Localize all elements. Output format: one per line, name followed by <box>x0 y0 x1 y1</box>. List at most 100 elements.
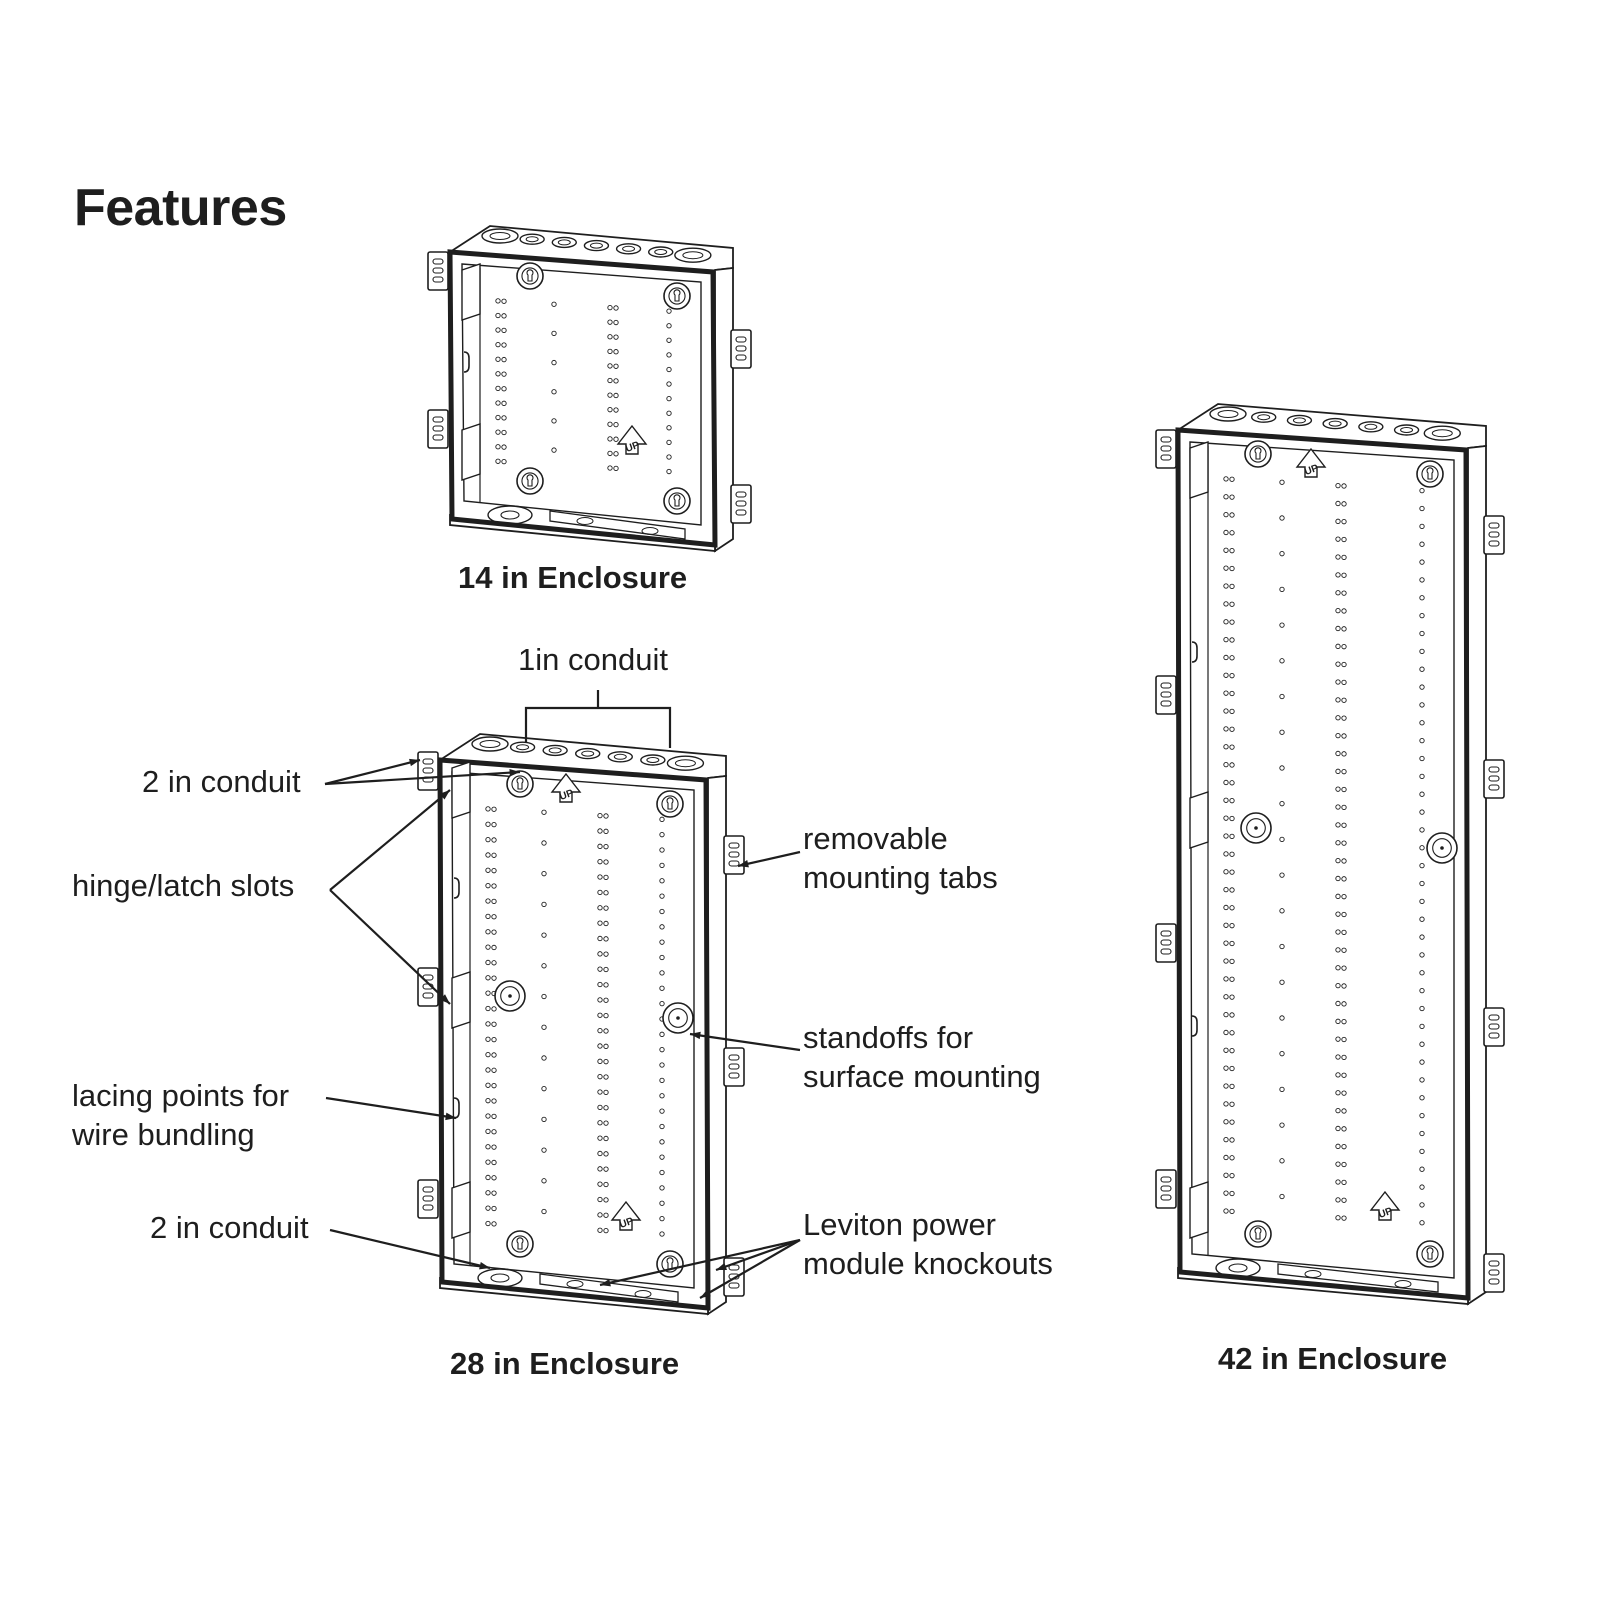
standoff <box>656 1250 684 1278</box>
lacing-dot <box>1229 1012 1235 1018</box>
lacing-dot <box>501 386 507 392</box>
lacing-dot <box>1223 726 1229 732</box>
lacing-dot <box>1229 494 1235 500</box>
lacing-dot <box>1229 1137 1235 1143</box>
up-arrow-icon <box>1295 447 1327 478</box>
tab-slot <box>422 1204 434 1211</box>
tab-slot <box>1160 682 1172 689</box>
lacing-dot <box>1229 637 1235 643</box>
page-title: Features <box>74 179 287 237</box>
lacing-dot <box>1335 768 1341 774</box>
lacing-dot <box>1279 1193 1285 1200</box>
lacing-dot <box>501 298 507 304</box>
lacing-dot <box>1335 1179 1341 1185</box>
tab-slot <box>735 336 747 343</box>
tab-slot <box>432 416 444 423</box>
lacing-dot <box>1341 1090 1347 1096</box>
lacing-dot <box>1223 1101 1229 1107</box>
box-bezel <box>447 249 718 548</box>
lacing-dot <box>659 924 665 930</box>
top-knockout <box>551 236 577 249</box>
lacing-dot <box>1341 536 1347 543</box>
lacing-dot <box>1279 979 1285 985</box>
lacing-dot <box>603 859 609 865</box>
lacing-dot <box>659 1139 665 1145</box>
lacing-dot <box>613 378 619 384</box>
up-arrow-icon <box>610 1200 642 1231</box>
lacing-dot <box>1419 880 1425 887</box>
lacing-dot <box>1335 875 1341 882</box>
lacing-dot <box>613 319 619 326</box>
label-standoffs-line1: standoffs for <box>803 1020 974 1055</box>
lacing-dot <box>659 816 665 822</box>
tab-slot <box>1488 531 1500 538</box>
lacing-dot <box>1279 622 1285 628</box>
lacing-dot <box>1223 761 1229 768</box>
lacing-dot <box>1229 1083 1235 1090</box>
lacing-dot <box>1223 940 1229 946</box>
top-knockout <box>542 744 568 757</box>
tab-slot <box>728 1054 740 1061</box>
lacing-dot <box>485 1036 491 1042</box>
top-knockout-inner <box>654 249 668 255</box>
lacing-dot <box>597 905 603 911</box>
standoff-center <box>1254 826 1258 830</box>
lacing-dot <box>485 1144 491 1150</box>
tab-slot <box>422 1186 434 1193</box>
lacing-dot <box>1341 1054 1347 1061</box>
lacing-dot <box>485 1128 491 1135</box>
lacing-dot <box>551 389 557 395</box>
lacing-dot <box>1223 815 1229 821</box>
lacing-dot <box>1229 940 1235 947</box>
lacing-dot <box>485 1021 491 1027</box>
lacing-dot <box>501 415 507 421</box>
lacing-dot <box>666 395 672 402</box>
lacing-dot <box>597 1058 603 1064</box>
lacing-dot <box>1419 1166 1425 1172</box>
standoff <box>1416 460 1444 488</box>
tab-slot <box>1160 930 1172 937</box>
lacing-dot <box>659 1200 665 1206</box>
lacing-dot <box>1335 1000 1341 1007</box>
lacing-dot <box>1223 1208 1229 1214</box>
lacing-dot <box>1419 559 1425 565</box>
power-knockout <box>641 527 659 535</box>
lacing-dot <box>491 1036 497 1043</box>
lacing-dot <box>1341 1019 1347 1025</box>
tab-slot <box>1488 1260 1500 1267</box>
lacing-dot <box>1341 483 1347 489</box>
lacing-dot <box>603 1197 609 1203</box>
keyhole-icon <box>526 474 534 487</box>
lacing-dot <box>1223 565 1229 571</box>
arrowhead <box>439 790 450 800</box>
lacing-dot <box>1229 583 1235 590</box>
lacing-dot <box>1223 1083 1229 1089</box>
lacing-dot <box>1229 512 1235 518</box>
mounting-tab <box>723 1047 745 1087</box>
lacing-point-icon <box>1191 1015 1198 1037</box>
lacing-dot <box>1223 833 1229 839</box>
lacing-dot <box>541 1208 547 1215</box>
tab-slot <box>1488 522 1500 529</box>
lacing-dot <box>1223 904 1229 911</box>
lacing-dot <box>607 421 613 427</box>
lacing-dot <box>1341 554 1347 561</box>
lacing-dot <box>1223 547 1229 553</box>
lacing-dot <box>501 327 507 334</box>
lacing-dot <box>1223 601 1229 607</box>
leader-2in-top-b <box>324 770 521 786</box>
standoff <box>1416 1240 1444 1268</box>
tab-slot <box>735 354 747 361</box>
up-mark-text: UP <box>1377 1206 1394 1221</box>
tab-slot <box>1488 1032 1500 1039</box>
lacing-dot <box>495 298 501 304</box>
standoff-inner <box>521 267 539 285</box>
lacing-dot <box>1335 965 1341 971</box>
lacing-dot <box>1223 1136 1229 1143</box>
lacing-dot <box>551 447 557 453</box>
lacing-dot <box>1419 916 1425 922</box>
lacing-dot <box>603 1012 609 1019</box>
tab-slot <box>735 491 747 498</box>
top-knockout <box>615 243 642 255</box>
